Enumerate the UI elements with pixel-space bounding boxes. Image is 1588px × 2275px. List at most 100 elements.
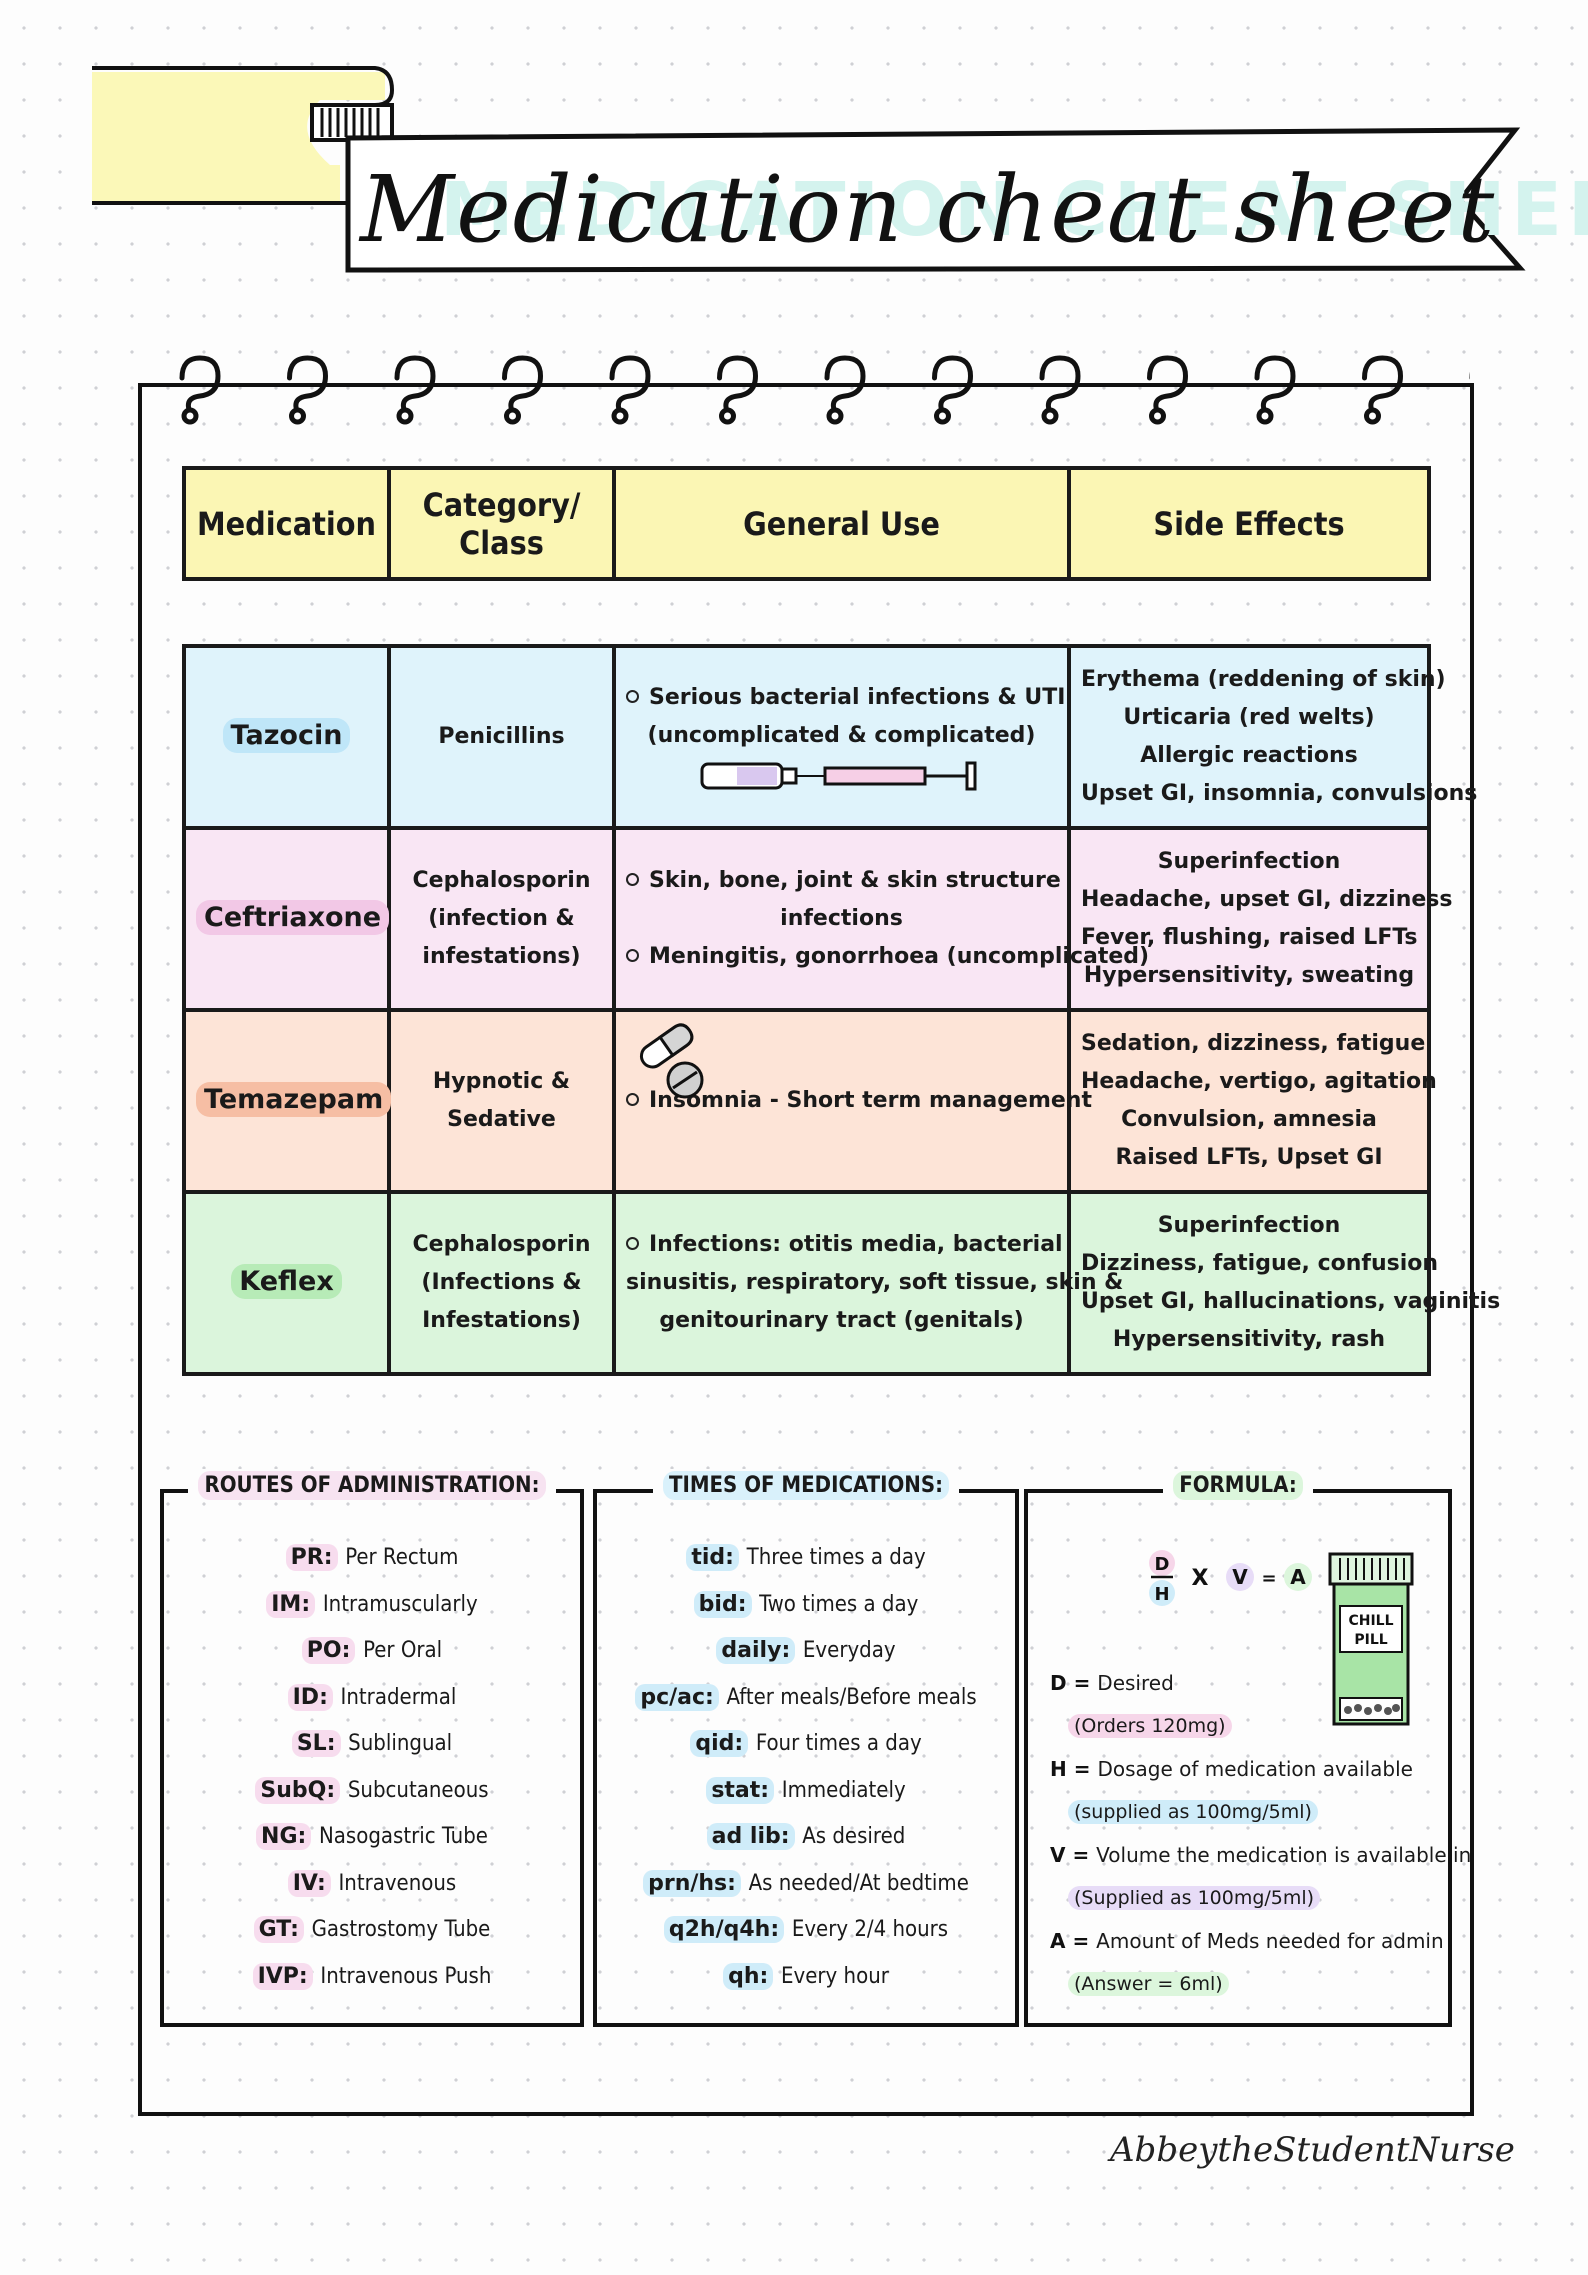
side-effect-line: Hypersensitivity, sweating [1083,963,1415,988]
list-item: daily: Everyday [597,1628,1015,1675]
side-effect-line: Allergic reactions [1140,743,1358,768]
cell-side-effects: Superinfection Headache, upset GI, dizzi… [1067,826,1453,1012]
formula-example-text: (supplied as 100mg/5ml) [1068,1800,1318,1824]
medication-name: Temazepam [196,1082,392,1117]
formula-key: H = [1050,1757,1091,1781]
abbreviation: q2h/q4h: [663,1916,785,1943]
medication-table: Tazocin Penicillins Serious bacterial in… [182,644,1501,1376]
definition: After meals/Before meals [726,1684,977,1710]
side-effect-line: Headache, upset GI, dizziness [1081,887,1453,912]
list-item: stat: Immediately [597,1768,1015,1815]
definition: As desired [802,1824,906,1849]
definition: Every 2/4 hours [791,1917,949,1942]
side-effect-line: Convulsion, amnesia [1121,1107,1377,1132]
formula-example: (Answer = 6ml) [1068,1971,1229,1996]
formula-definition: V = Volume the medication is available i… [1050,1843,1471,1867]
abbreviation: NG: [256,1823,312,1850]
list-item: tid: Three times a day [597,1535,1015,1582]
list-item: qid: Four times a day [597,1721,1015,1768]
table-header: Medication Category/ Class General Use S… [182,466,1431,581]
spiral-hole [504,407,521,425]
use-line: Meningitis, gonorrhoea (uncomplicated) [626,938,1149,976]
abbreviation: pc/ac: [635,1683,719,1711]
times-of-medications-box: TIMES OF MEDICATIONS: tid: Three times a… [593,1469,1019,2027]
spiral-hole [1149,407,1166,425]
list-item: PO: Per Oral [164,1628,580,1675]
definition: Intradermal [340,1684,457,1710]
side-effect-line: Urticaria (red welts) [1123,705,1375,730]
list-item: ad lib: As desired [597,1814,1015,1861]
abbreviation: stat: [706,1776,775,1804]
side-effect-line: Sedation, dizziness, fatigue [1081,1031,1426,1056]
formula-key: V = [1050,1843,1090,1867]
author-signature: AbbeytheStudentNurse [1110,2130,1515,2170]
formula-definition: H = Dosage of medication available [1050,1757,1413,1781]
abbreviation: ID: [287,1683,333,1711]
formula-example-text: (Supplied as 100mg/5ml) [1068,1886,1321,1910]
formula-den: H [1154,1584,1169,1605]
cell-medication: Temazepam [182,1008,392,1194]
list-item: qh: Every hour [597,1954,1015,2001]
cell-medication: Tazocin [182,644,391,830]
list-item: IVP: Intravenous Push [164,1954,580,2001]
cell-general-use: Serious bacterial infections & UTI (unco… [612,644,1071,830]
formula-definition: A = Amount of Meds needed for admin [1050,1929,1444,1953]
definition: Intramuscularly [322,1591,478,1617]
use-line: genitourinary tract (genitals) [659,1308,1024,1333]
abbreviation: bid: [693,1590,752,1618]
header-category: Category/ Class [387,466,616,581]
spiral-hole [934,407,951,425]
medication-name: Tazocin [222,718,351,753]
cell-medication: Keflex [182,1190,391,1376]
spiral-ring [179,355,221,415]
side-effect-line: Raised LFTs, Upset GI [1115,1145,1383,1170]
spiral-hole [826,407,844,425]
abbreviation: IM: [266,1590,316,1618]
list-item: SL: Sublingual [164,1721,580,1768]
syringe-icon [700,761,976,791]
abbreviation: ad lib: [706,1823,795,1850]
list-item: pc/ac: After meals/Before meals [597,1675,1015,1722]
definition: Intravenous Push [320,1963,492,1989]
spiral-ring [609,355,651,415]
spiral-hole [289,407,306,425]
formula-box: FORMULA: D H X V = A CHILL PILL D = Desi… [1024,1469,1471,2027]
cell-general-use: Skin, bone, joint & skin structure infec… [612,826,1149,1012]
cell-side-effects: Erythema (reddening of skin) Urticaria (… [1067,644,1477,830]
formula-key-text: Amount of Meds needed for admin [1096,1929,1444,1953]
definition: As needed/At bedtime [748,1870,969,1896]
side-effect-line: Upset GI, hallucinations, vaginitis [1081,1289,1501,1314]
title-banner: MEDICATION CHEAT SHEET [92,66,1588,273]
cell-category: Cephalosporin (Infections & Infestations… [387,1190,616,1376]
formula-example: (Supplied as 100mg/5ml) [1068,1885,1321,1910]
spiral-hole [611,407,629,425]
spiral-ring [1147,355,1189,415]
spiral-ring [824,355,866,415]
use-line: (uncomplicated & complicated) [647,723,1036,748]
notepad-frame [138,383,1474,2116]
abbreviation: qh: [723,1962,774,1990]
definition: Subcutaneous [347,1777,489,1803]
routes-of-administration-box: ROUTES OF ADMINISTRATION: PR: Per Rectum… [160,1469,584,2027]
definition: Per Rectum [345,1545,459,1570]
formula-times: X [1192,1566,1209,1591]
spiral-ring [502,355,544,415]
formula-example: (Orders 120mg) [1068,1713,1232,1738]
use-line: Insomnia - Short term management [626,1082,1092,1120]
abbreviation: IVP: [252,1962,313,1990]
definition: Per Oral [363,1638,443,1663]
formula-example-text: (Orders 120mg) [1068,1714,1232,1738]
bottle-label-line: PILL [1354,1632,1387,1648]
definition: Intravenous [338,1870,457,1896]
spiral-hole [181,407,199,425]
spiral-hole [1364,407,1381,425]
table-row: Ceftriaxone Cephalosporin (infection & i… [182,826,1453,1012]
cell-general-use: Infections: otitis media, bacterial sinu… [612,1190,1123,1376]
definition: Sublingual [348,1731,453,1756]
medication-name: Keflex [231,1264,342,1299]
list-item: prn/hs: As needed/At bedtime [597,1861,1015,1908]
formula-key-text: Dosage of medication available [1097,1757,1413,1781]
spiral-ring [1362,355,1404,415]
